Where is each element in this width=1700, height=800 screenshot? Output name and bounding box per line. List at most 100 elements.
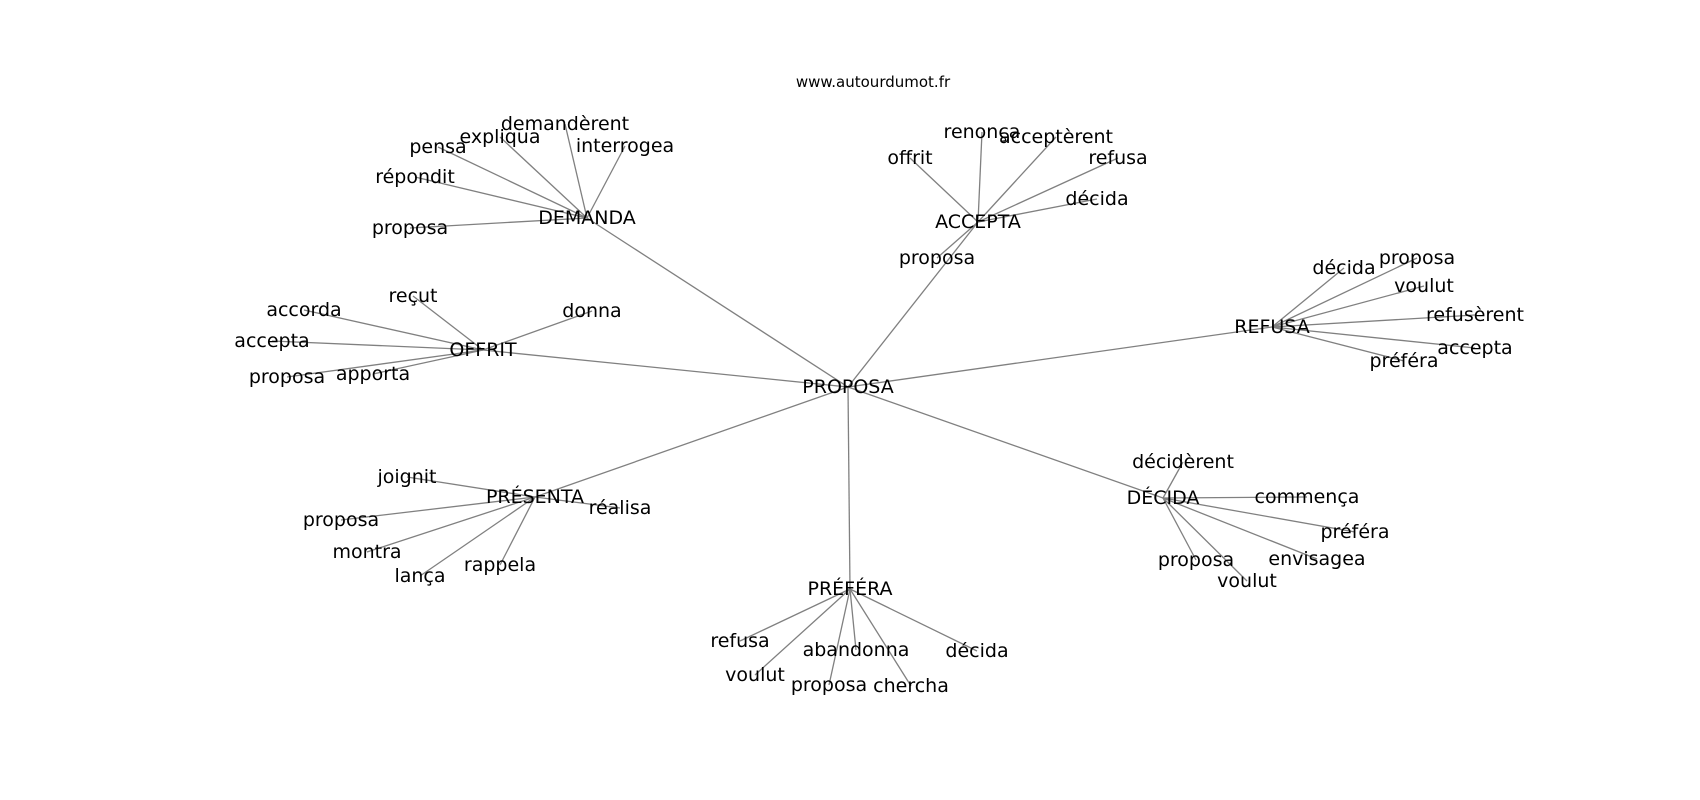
leaf-word-node[interactable]: proposa (249, 366, 325, 388)
edge-presenta-4 (499, 496, 536, 566)
edge-prefera-3 (754, 588, 851, 676)
edge-demanda-1 (499, 136, 588, 219)
leaf-word-node[interactable]: renonça (944, 121, 1021, 143)
edge-refusa-5 (1271, 326, 1405, 362)
edge-prefera-0 (739, 588, 851, 642)
edge-offrit-5 (286, 349, 484, 378)
edge-root-presenta (534, 386, 849, 498)
edge-offrit-0 (412, 295, 484, 351)
leaf-word-node[interactable]: refusa (710, 630, 769, 652)
edge-decida-4 (1162, 497, 1197, 561)
leaf-word-node[interactable]: apporta (336, 363, 410, 385)
edge-prefera-2 (849, 588, 978, 652)
leaf-word-node[interactable]: décida (1065, 188, 1128, 210)
leaf-word-node[interactable]: répondit (375, 166, 455, 188)
site-url[interactable]: www.autourdumot.fr (796, 73, 951, 91)
hub-word-node[interactable]: PRÉSENTA (486, 485, 584, 508)
edge-accepta-1 (977, 136, 1057, 223)
leaf-word-node[interactable]: voulut (1394, 275, 1454, 297)
leaf-word-node[interactable]: préféra (1321, 521, 1390, 543)
leaf-word-node[interactable]: interrogea (576, 135, 674, 157)
edge-decida-2 (1162, 497, 1356, 533)
edge-offrit-2 (482, 310, 593, 351)
edge-accepta-0 (977, 131, 983, 223)
leaf-word-node[interactable]: pensa (409, 136, 466, 158)
edge-presenta-1 (534, 496, 621, 509)
leaf-word-node[interactable]: chercha (873, 675, 949, 697)
edge-decida-3 (1162, 497, 1318, 560)
leaf-word-node[interactable]: décida (945, 640, 1008, 662)
hub-word-node[interactable]: ACCEPTA (935, 211, 1021, 233)
edge-decida-5 (1162, 497, 1248, 582)
edge-decida-1 (1162, 496, 1308, 499)
hub-word-node[interactable]: REFUSA (1234, 316, 1309, 338)
edge-offrit-1 (303, 309, 484, 351)
edge-root-prefera (847, 386, 851, 590)
edge-demanda-4 (414, 176, 588, 219)
edge-presenta-3 (366, 496, 536, 553)
edge-root-decida (847, 386, 1164, 499)
leaf-word-node[interactable]: proposa (791, 674, 867, 696)
leaf-word-node[interactable]: décidèrent (1132, 451, 1234, 473)
edge-accepta-5 (936, 221, 979, 259)
edge-refusa-1 (1271, 257, 1418, 328)
edge-demanda-0 (564, 123, 588, 219)
edge-offrit-3 (271, 340, 484, 351)
leaf-word-node[interactable]: envisagea (1268, 548, 1365, 570)
leaf-word-node[interactable]: rappela (464, 554, 536, 576)
edge-refusa-2 (1271, 285, 1425, 328)
leaf-word-node[interactable]: refusèrent (1426, 304, 1524, 326)
leaf-word-node[interactable]: refusa (1088, 147, 1147, 169)
edge-refusa-4 (1271, 326, 1476, 349)
leaf-word-node[interactable]: demandèrent (501, 113, 629, 135)
leaf-word-node[interactable]: proposa (372, 217, 448, 239)
leaf-word-node[interactable]: accepta (234, 330, 309, 352)
edge-prefera-4 (828, 588, 851, 686)
edge-refusa-3 (1271, 314, 1476, 328)
edge-presenta-5 (419, 496, 536, 577)
edge-root-accepta (847, 221, 979, 388)
leaf-word-node[interactable]: offrit (887, 147, 932, 169)
leaf-word-node[interactable]: préféra (1370, 350, 1439, 372)
leaf-word-node[interactable]: proposa (1158, 549, 1234, 571)
leaf-word-node[interactable]: proposa (303, 509, 379, 531)
edge-root-demanda (586, 217, 849, 388)
edge-decida-0 (1162, 461, 1184, 499)
leaf-word-node[interactable]: accorda (266, 299, 341, 321)
labels: www.autourdumot.fr demandèrentexpliquapen… (234, 73, 1524, 697)
leaf-word-node[interactable]: réalisa (589, 497, 652, 519)
leaf-word-node[interactable]: décida (1312, 257, 1375, 279)
leaf-word-node[interactable]: acceptèrent (999, 126, 1113, 148)
leaf-word-node[interactable]: voulut (725, 664, 785, 686)
leaf-word-node[interactable]: commença (1255, 486, 1360, 508)
edge-accepta-3 (977, 157, 1119, 223)
leaf-word-node[interactable]: proposa (1379, 247, 1455, 269)
hub-word-node[interactable]: OFFRIT (449, 339, 517, 361)
edge-root-offrit (482, 349, 849, 388)
leaf-word-node[interactable]: proposa (899, 247, 975, 269)
leaf-word-node[interactable]: montra (332, 541, 401, 563)
edge-accepta-2 (909, 157, 979, 223)
leaf-word-node[interactable]: voulut (1217, 570, 1277, 592)
leaf-word-node[interactable]: reçut (388, 285, 437, 307)
edge-accepta-4 (977, 198, 1098, 223)
leaf-word-node[interactable]: joignit (376, 466, 436, 488)
root-word-node[interactable]: PROPOSA (802, 376, 893, 398)
edge-demanda-3 (586, 145, 626, 219)
hub-word-node[interactable]: PRÉFÉRA (807, 577, 892, 600)
leaf-word-node[interactable]: donna (562, 300, 621, 322)
edges (271, 123, 1476, 687)
leaf-word-node[interactable]: abandonna (803, 639, 910, 661)
edge-demanda-5 (409, 217, 588, 229)
leaf-word-node[interactable]: lança (394, 565, 445, 587)
edge-presenta-2 (340, 496, 536, 521)
edge-prefera-1 (849, 588, 857, 651)
leaf-word-node[interactable]: accepta (1437, 337, 1512, 359)
leaf-word-node[interactable]: expliqua (460, 126, 541, 148)
hub-word-node[interactable]: DÉCIDA (1127, 486, 1200, 509)
edge-refusa-0 (1271, 267, 1345, 328)
edge-offrit-4 (372, 349, 484, 375)
edge-prefera-5 (849, 588, 912, 687)
hub-word-node[interactable]: DEMANDA (538, 207, 636, 229)
